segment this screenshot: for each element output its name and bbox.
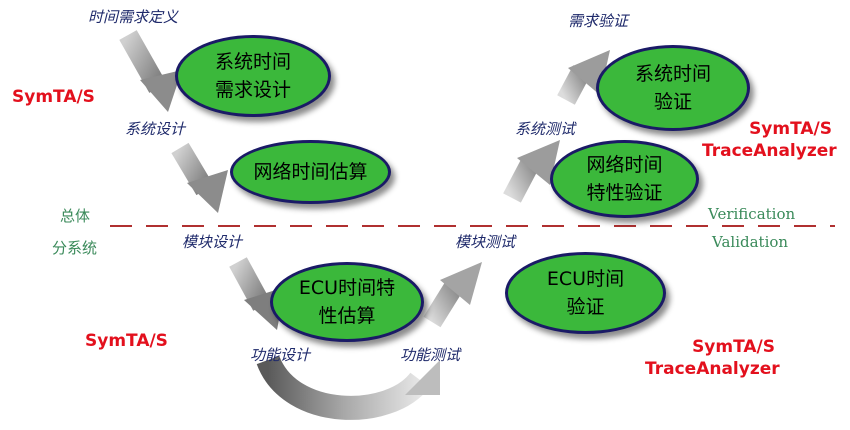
tool-label-symtas-right-bottom: SymTA/S xyxy=(692,337,775,357)
arrow-up-1 xyxy=(423,262,482,328)
oval-system-timing-verification: 系统时间 验证 xyxy=(596,45,750,131)
label-subsystem: 分系统 xyxy=(52,239,98,257)
stage-system-test: 系统测试 xyxy=(515,120,576,138)
stage-module-design: 模块设计 xyxy=(182,233,243,251)
oval-line: 网络时间 xyxy=(586,154,663,176)
oval-line: 需求设计 xyxy=(214,79,291,101)
oval-line: 系统时间 xyxy=(634,63,711,85)
stage-function-test: 功能测试 xyxy=(400,346,461,364)
tool-label-traceanalyzer-right-bottom: TraceAnalyzer xyxy=(645,359,780,379)
oval-line: 网络时间估算 xyxy=(253,161,368,183)
arrow-u-turn xyxy=(256,354,440,420)
stage-function-design: 功能设计 xyxy=(250,346,311,364)
arrow-down-1 xyxy=(119,30,182,112)
stage-system-design: 系统设计 xyxy=(125,120,186,138)
oval-line: ECU时间 xyxy=(546,268,625,290)
oval-line: 验证 xyxy=(566,296,605,318)
label-validation: Validation xyxy=(712,233,789,251)
label-verification: Verification xyxy=(708,205,796,223)
stage-module-test: 模块测试 xyxy=(455,233,516,251)
oval-system-timing-requirement-design: 系统时间 需求设计 xyxy=(175,35,331,117)
oval-line: 系统时间 xyxy=(214,51,291,73)
oval-line: ECU时间特 xyxy=(298,277,396,299)
tool-label-symtas-right-top: SymTA/S xyxy=(749,119,832,139)
label-overall: 总体 xyxy=(60,207,91,225)
oval-ecu-timing-estimation: ECU时间特 性估算 xyxy=(270,262,424,342)
oval-network-timing-estimation: 网络时间估算 xyxy=(230,140,391,204)
tool-label-symtas-left-bottom: SymTA/S xyxy=(85,331,168,351)
oval-ecu-timing-verification: ECU时间 验证 xyxy=(505,252,666,334)
tool-label-traceanalyzer-right-top: TraceAnalyzer xyxy=(702,141,837,161)
oval-line: 特性验证 xyxy=(586,182,663,204)
oval-network-timing-verification: 网络时间 特性验证 xyxy=(550,140,699,218)
arrow-down-2 xyxy=(171,142,228,213)
arrow-up-2 xyxy=(503,140,560,203)
stage-requirement-verification: 需求验证 xyxy=(568,12,629,30)
tool-label-symtas-left-top: SymTA/S xyxy=(12,87,95,107)
stage-requirement-definition: 时间需求定义 xyxy=(88,8,179,26)
oval-line: 验证 xyxy=(653,91,692,113)
oval-line: 性估算 xyxy=(318,305,376,327)
